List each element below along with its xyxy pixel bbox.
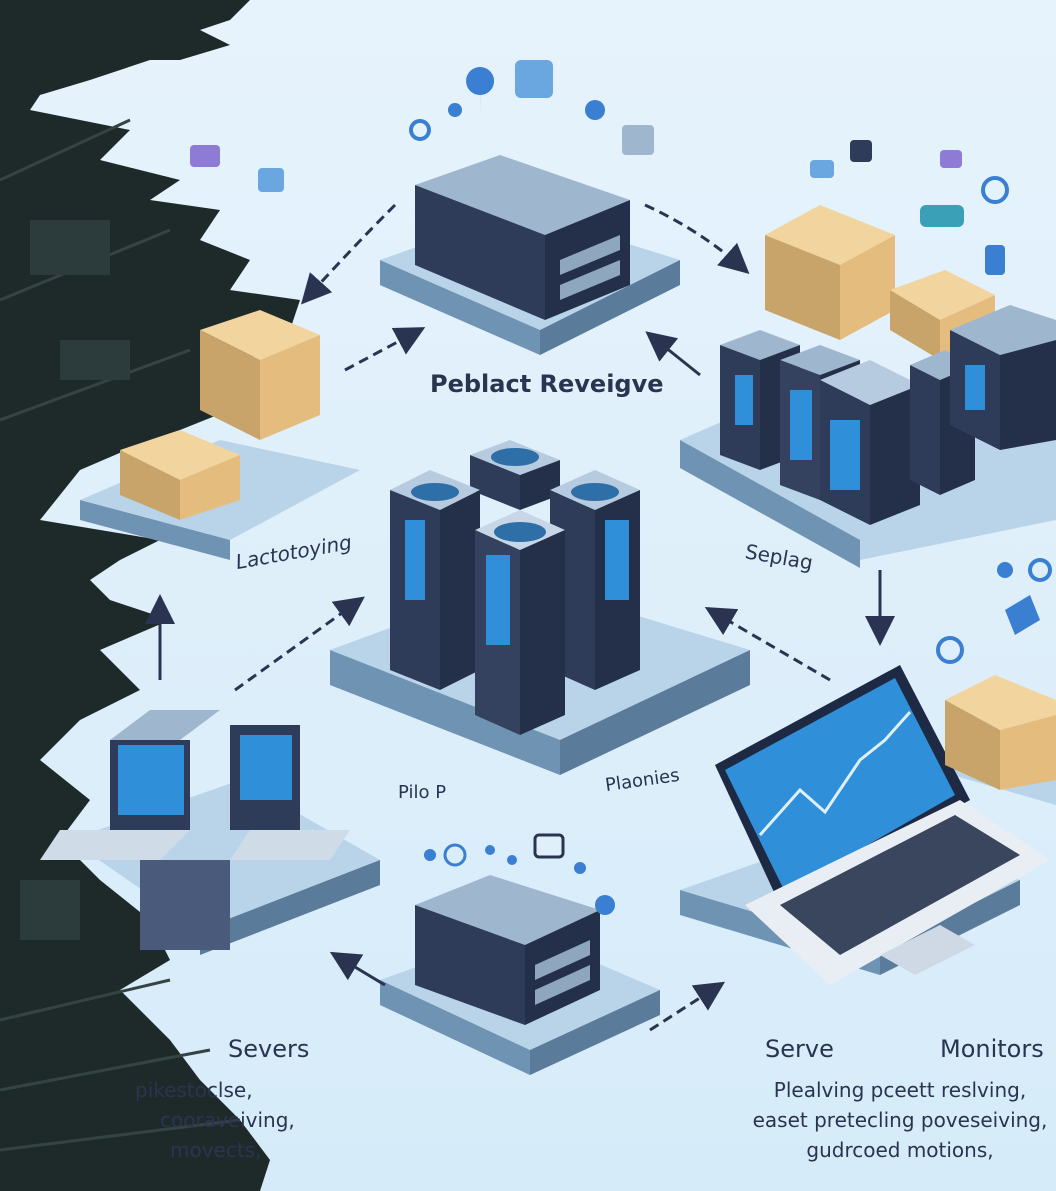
label-center-left: Pilo P xyxy=(398,782,447,803)
laptop-icon xyxy=(40,710,350,950)
caption-right-line: Plealving pceett reslving, xyxy=(773,1078,1027,1102)
caption-left: pikestoclse, cooraveiving, movects, xyxy=(135,1075,325,1165)
laptop-icon xyxy=(715,665,1050,985)
arrow-icon xyxy=(145,203,895,1032)
cardboard-box-icon xyxy=(120,310,320,520)
caption-right-line: gudrcoed motions, xyxy=(806,1138,994,1162)
caption-left-line: pikestoclse, xyxy=(135,1078,253,1102)
caption-right: Plealving pceett reslving, easet pretecl… xyxy=(745,1075,1055,1165)
label-monitors: Monitors xyxy=(940,1035,1044,1063)
caption-right-line: easet pretecling poveseiving, xyxy=(752,1108,1048,1132)
label-bottom-left-title: Severs xyxy=(228,1035,310,1063)
floating-icons xyxy=(190,60,1052,915)
server-top-center xyxy=(415,155,630,320)
caption-left-line: movects, xyxy=(170,1138,262,1162)
cardboard-box-icon xyxy=(945,675,1056,790)
server-bottom-center xyxy=(415,875,600,1025)
server-rack-cluster xyxy=(720,305,1056,525)
caption-left-line: cooraveiving, xyxy=(160,1108,295,1132)
torn-paper-scene xyxy=(0,0,300,1191)
server-tower-cluster xyxy=(390,440,640,735)
label-top-center: Peblact Reveigve xyxy=(430,370,664,398)
label-serve: Serve xyxy=(765,1035,834,1063)
